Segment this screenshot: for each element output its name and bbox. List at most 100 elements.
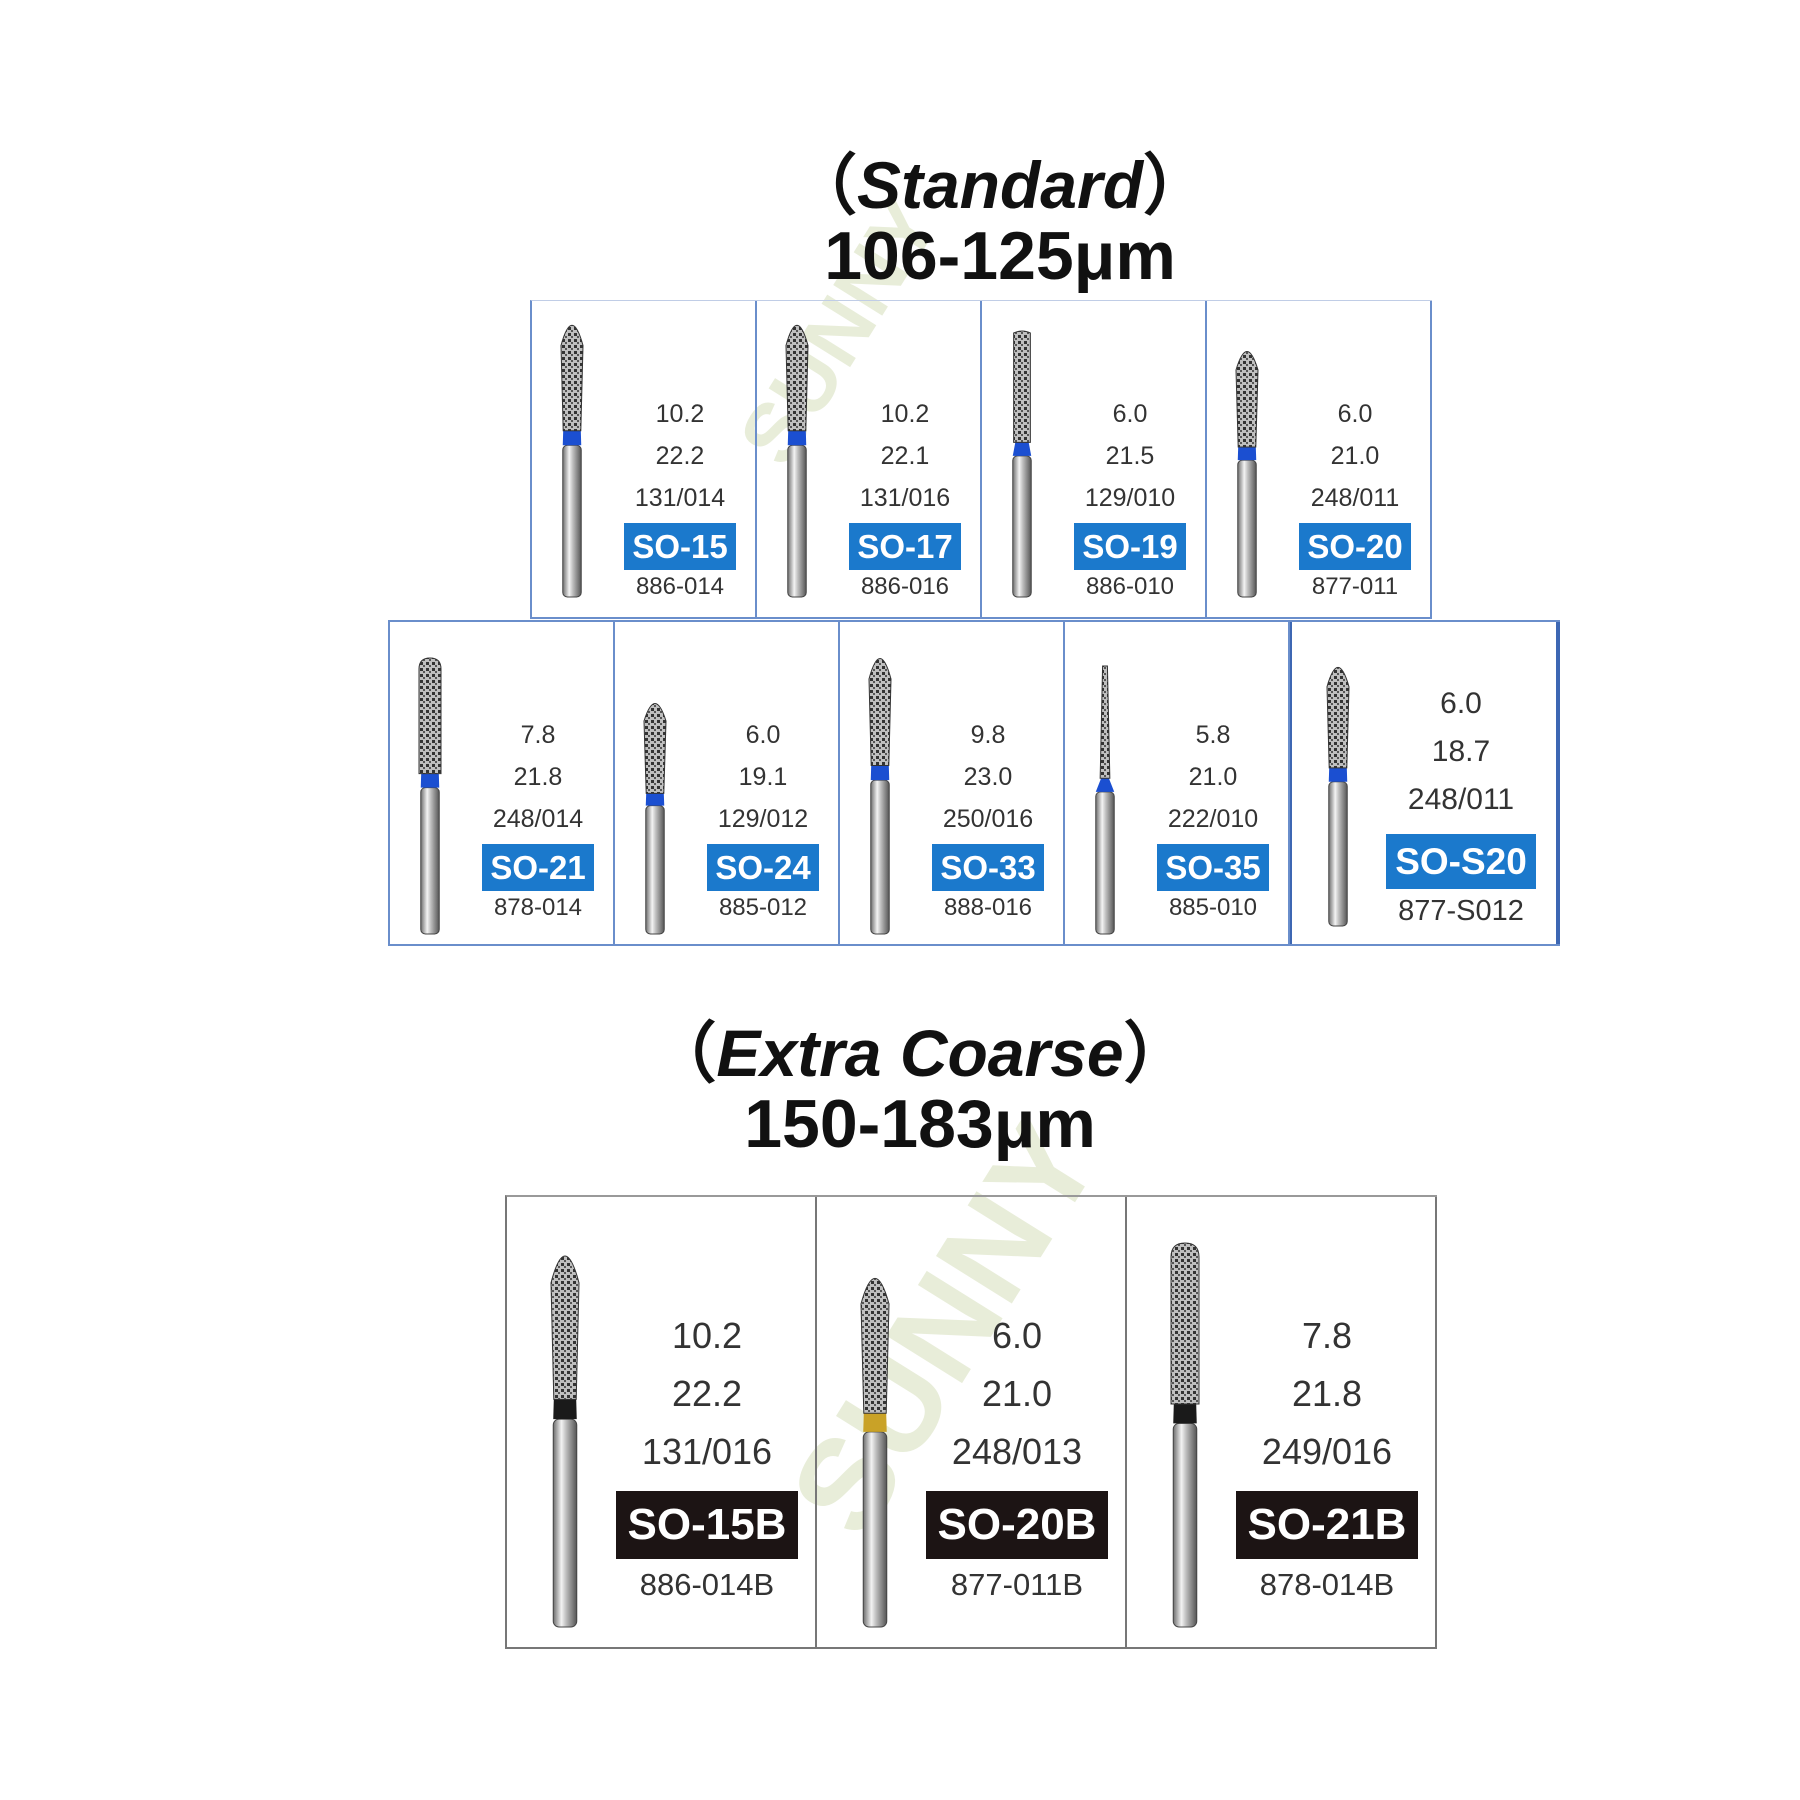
head-length: 6.0	[745, 721, 781, 749]
reference-number: 877-011B	[950, 1567, 1084, 1602]
total-length: 22.1	[880, 442, 930, 470]
head-length: 7.8	[520, 721, 556, 749]
iso-size: 250/016	[942, 805, 1034, 833]
standard-title: （Standard）	[700, 152, 1300, 218]
reference-number: 886-014B	[639, 1567, 775, 1602]
bur-icon	[643, 702, 667, 935]
extra-coarse-title-text: Extra Coarse	[716, 1016, 1124, 1090]
head-length: 5.8	[1195, 721, 1231, 749]
iso-size: 129/010	[1084, 484, 1176, 512]
standard-title-text: Standard	[856, 148, 1144, 222]
iso-size: 131/016	[859, 484, 951, 512]
extra-coarse-grit-range: 150-183μm	[744, 1086, 1096, 1162]
iso-size: 248/014	[492, 805, 584, 833]
bur-icon	[1095, 665, 1115, 935]
paren-close: ）	[1143, 148, 1210, 222]
total-length: 21.8	[1291, 1373, 1363, 1414]
product-code-badge: SO-21B	[1235, 1491, 1419, 1559]
reference-number: 885-010	[1168, 894, 1258, 921]
iso-size: 249/016	[1261, 1431, 1393, 1472]
reference-number: 886-010	[1085, 573, 1175, 600]
total-length: 21.5	[1105, 442, 1155, 470]
reference-number: 885-012	[718, 894, 808, 921]
total-length: 23.0	[963, 763, 1013, 791]
bur-icon	[1170, 1242, 1200, 1628]
paren-open: （	[650, 1016, 717, 1090]
product-code-badge: SO-19	[1074, 523, 1186, 570]
standard-heading: （Standard） 106-125μm	[700, 152, 1300, 290]
total-length: 22.2	[671, 1373, 743, 1414]
head-length: 7.8	[1301, 1315, 1353, 1356]
product-code-badge: SO-35	[1157, 844, 1269, 891]
reference-number: 886-014	[635, 573, 725, 600]
extra-coarse-heading: （Extra Coarse） 150-183μm	[620, 1020, 1220, 1158]
product-code-badge: SO-S20	[1386, 834, 1536, 889]
paren-close: ）	[1123, 1016, 1190, 1090]
product-code-badge: SO-17	[849, 523, 961, 570]
head-length: 10.2	[655, 400, 705, 428]
head-length: 10.2	[880, 400, 930, 428]
product-code-badge: SO-21	[482, 844, 594, 891]
total-length: 21.0	[1330, 442, 1380, 470]
bur-icon	[785, 324, 809, 598]
total-length: 22.2	[655, 442, 705, 470]
bur-icon	[418, 657, 442, 935]
product-code-badge: SO-15B	[615, 1491, 799, 1559]
iso-size: 222/010	[1167, 805, 1259, 833]
iso-size: 131/014	[634, 484, 726, 512]
iso-size: 248/011	[1407, 783, 1515, 816]
reference-number: 878-014	[493, 894, 583, 921]
product-code-badge: SO-24	[707, 844, 819, 891]
product-code-badge: SO-20	[1299, 523, 1411, 570]
reference-number: 877-011	[1311, 573, 1399, 600]
extra-coarse-title: （Extra Coarse）	[620, 1020, 1220, 1086]
paren-open: （	[790, 148, 857, 222]
bur-icon	[550, 1255, 580, 1628]
head-length: 6.0	[1112, 400, 1148, 428]
head-length: 6.0	[991, 1315, 1043, 1356]
head-length: 6.0	[1337, 400, 1373, 428]
product-code-badge: SO-33	[932, 844, 1044, 891]
bur-icon	[860, 1278, 890, 1628]
total-length: 21.8	[513, 763, 563, 791]
iso-size: 248/011	[1310, 484, 1400, 512]
product-code-badge: SO-20B	[925, 1491, 1109, 1559]
head-length: 6.0	[1440, 687, 1482, 720]
bur-icon	[1235, 351, 1259, 598]
reference-number: 888-016	[943, 894, 1033, 921]
bur-icon	[1326, 666, 1350, 927]
reference-number: 877-S012	[1398, 895, 1524, 927]
bur-icon	[560, 324, 584, 598]
head-length: 10.2	[671, 1315, 743, 1356]
iso-size: 129/012	[717, 805, 809, 833]
reference-number: 878-014B	[1259, 1567, 1395, 1602]
reference-number: 886-016	[860, 573, 950, 600]
iso-size: 131/016	[641, 1431, 773, 1472]
